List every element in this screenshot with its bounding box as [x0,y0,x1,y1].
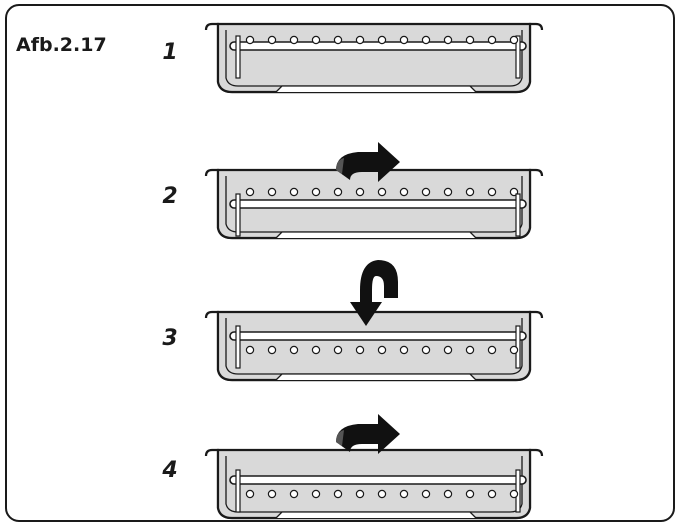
step-number-2: 2 [162,184,178,209]
step-number-3: 3 [162,326,178,351]
tray-step-4 [204,448,544,520]
step-number-1: 1 [162,40,178,65]
rotate-arrow-icon [336,414,400,454]
down-turn-arrow-icon [350,260,398,326]
tray-step-2 [204,168,544,240]
tray-step-1 [204,22,544,94]
figure-label: Afb.2.17 [16,34,107,56]
tray-step-3 [204,310,544,382]
step-number-4: 4 [162,458,178,483]
